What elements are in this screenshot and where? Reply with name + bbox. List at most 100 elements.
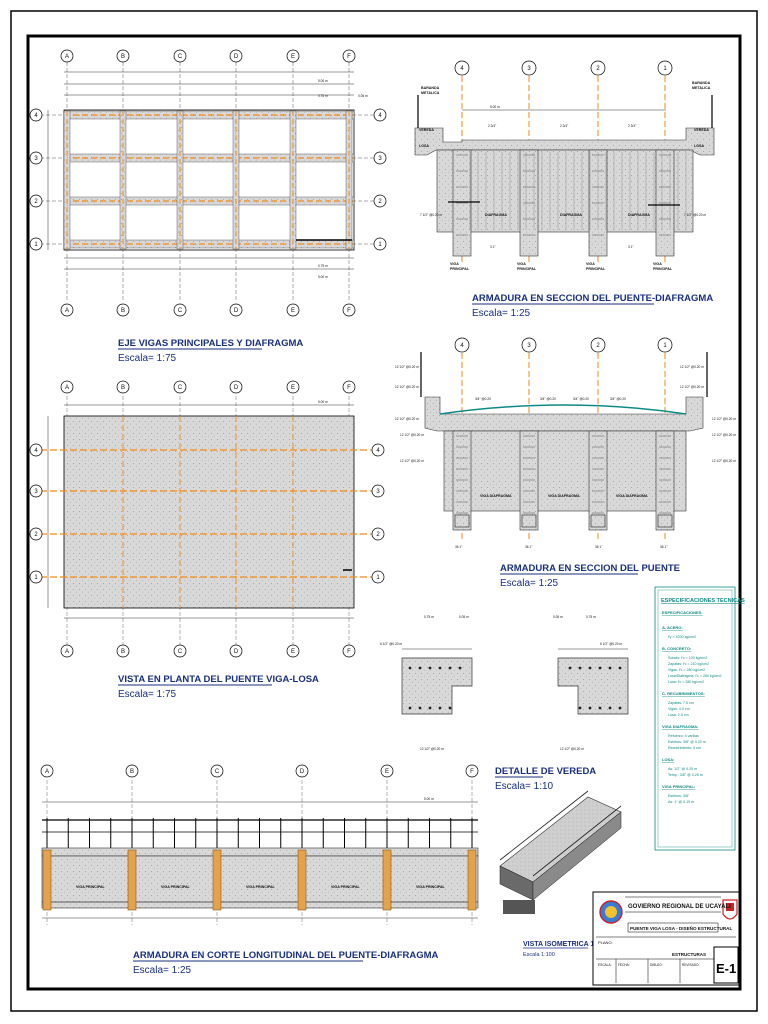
long-diaphragm-A — [42, 849, 52, 911]
rebar-dot — [618, 666, 622, 670]
axis-bottom-B-bubble — [116, 303, 130, 317]
rebar-callout-left: 12 1/2" @0.20 m — [400, 433, 424, 437]
bottom-bar-callout: 36 1" — [660, 545, 667, 549]
railing-label-left: METALICA — [421, 91, 440, 95]
vereda-callout: 6 1/2" @0.20 m — [600, 642, 622, 646]
spec-line-3-1: Vigas: 4.0 cm — [668, 707, 690, 711]
view-title-armadura-puente: ARMADURA EN SECCION DEL PUENTE — [500, 563, 680, 574]
dim-label-bottom-main: 5.00 m — [318, 275, 328, 279]
plan-axis-right-1-bubble — [371, 570, 385, 584]
sec-axis-bubble-3-label: 3 — [527, 343, 531, 349]
rebar-dot — [568, 666, 572, 670]
iso-abutment — [503, 900, 535, 914]
rebar-dot — [428, 706, 432, 710]
rebar-dot — [588, 706, 592, 710]
beam-label: VIGA — [653, 262, 662, 266]
railing-label-right: BARANDA — [692, 81, 711, 85]
long-viga-label: VIGA PRINCIPAL — [76, 885, 106, 889]
bar-label: 3 1" — [490, 245, 496, 249]
plan-axis-bottom-C-bubble — [173, 644, 187, 658]
spec-line-2-0: Solado: f'c = 100 kg/cm2 — [668, 656, 707, 660]
axis-right-1-label: 1 — [378, 242, 382, 248]
rebar-dot — [408, 706, 412, 710]
axis-bottom-A-label: A — [65, 308, 69, 314]
sec-axis-bubble-2-label: 2 — [596, 343, 600, 349]
axis-top-C-bubble — [173, 49, 187, 63]
axis-right-1-bubble — [373, 237, 387, 251]
bar-label: 2 3/4" — [560, 124, 568, 128]
spec-heading-5: LOSA: — [662, 757, 674, 762]
title-block-field-dibujo: DIBUJO: — [650, 963, 663, 967]
losa-label-right: LOSA — [694, 144, 704, 148]
rebar-cage — [521, 514, 537, 528]
long-viga-label: VIGA PRINCIPAL — [331, 885, 361, 889]
long-axis-C-label: C — [215, 769, 220, 775]
rebar-callout-left: 12 1/2" @0.20 m — [400, 459, 424, 463]
view-scale-armadura-diafragma: Escala= 1:25 — [472, 308, 531, 319]
top-bar-callout: 3/4" @0.20 — [475, 397, 491, 401]
section-axis-bubble-3-bubble — [521, 60, 537, 76]
plan-axis-left-4-label: 4 — [34, 448, 38, 454]
plan-axis-left-1-bubble — [29, 570, 43, 584]
rebar-dot — [438, 666, 442, 670]
rebar-dot — [588, 666, 592, 670]
title-block: GOVIERNO REGIONAL DE UCAYALI PUENTE VIGA… — [592, 891, 740, 986]
dim-label-main: 5.00 m — [318, 79, 328, 83]
diaphragm-label: DIAFRAGMA — [560, 213, 582, 217]
beam-label: PRINCIPAL — [653, 267, 673, 271]
spec-heading-2: B. CONCRETO: — [662, 646, 691, 651]
sec-axis-bubble-4-label: 4 — [460, 343, 464, 349]
sec-axis-bubble-4-bubble — [454, 337, 470, 353]
sec-axis-bubble-2-bubble — [590, 337, 606, 353]
bar-label: 3 1" — [628, 245, 634, 249]
long-axis-E-bubble — [380, 764, 394, 778]
plan-axis-left-4-bubble — [29, 443, 43, 457]
plan-axis-bottom-A-label: A — [65, 649, 69, 655]
bar-label: 2 3/4" — [628, 124, 636, 128]
beam-label: VIGA — [517, 262, 526, 266]
axis-right-2-bubble — [373, 194, 387, 208]
axis-top-D-bubble — [229, 49, 243, 63]
rebar-dot — [598, 706, 602, 710]
title-block-entity: GOVIERNO REGIONAL DE UCAYALI — [628, 904, 731, 910]
rebar-callout-left: 12 1/2" @0.20 m — [395, 365, 419, 369]
rebar-callout-right: 12 1/2" @0.20 m — [680, 365, 704, 369]
rebar-dot — [458, 666, 462, 670]
losa-label-left: LOSA — [419, 144, 429, 148]
vereda-label-left: VEREDA — [419, 128, 434, 132]
spec-line-6-0: Estribos: 3/8" — [668, 794, 690, 798]
long-diaphragm-D — [297, 849, 307, 911]
vereda-callout: 12 1/2" @0.20 m — [560, 747, 584, 751]
axis-top-B-label: B — [121, 54, 125, 60]
plan-axis-right-4-label: 4 — [376, 448, 380, 454]
spec-heading-4: VIGA DIAFRAGMA: — [662, 724, 699, 729]
axis-left-4-bubble — [29, 108, 43, 122]
inner-border — [26, 34, 742, 991]
rebar-dot — [418, 666, 422, 670]
sec-beam-4 — [452, 430, 472, 531]
spec-line-4-0: Refuerzo: 4 varillas — [668, 734, 699, 738]
rebar-callout-right: 12 1/2" @0.20 m — [712, 459, 736, 463]
rebar-dot — [418, 706, 422, 710]
section-axis-bubble-2-bubble — [590, 60, 606, 76]
rebar-dot — [618, 706, 622, 710]
axis-bottom-A-bubble — [60, 303, 74, 317]
view-title-longitudinal: ARMADURA EN CORTE LONGITUDINAL DEL PUENT… — [133, 950, 439, 961]
rebar-callout-left: 12 1/2" @0.20 m — [395, 417, 419, 421]
axis-top-A-bubble — [60, 49, 74, 63]
axis-right-3-label: 3 — [378, 156, 382, 162]
title-block-plan-name: ESTRUCTURAS — [672, 952, 706, 957]
axis-right-3-bubble — [373, 151, 387, 165]
spec-heading-6: VIGA PRINCIPAL: — [662, 784, 695, 789]
long-axis-A-bubble — [40, 764, 54, 778]
rebar-dot — [428, 666, 432, 670]
long-axis-B-label: B — [130, 769, 134, 775]
sec-axis-bubble-1-bubble — [657, 337, 673, 353]
section-body — [443, 430, 687, 512]
view-title-armadura-diafragma: ARMADURA EN SECCION DEL PUENTE-DIAFRAGMA — [472, 293, 713, 304]
plan-axis-top-C-label: C — [178, 385, 183, 391]
top-bar-callout: 3/4" @0.20 — [610, 397, 626, 401]
long-axis-D-bubble — [295, 764, 309, 778]
sheet-number: E-1 — [716, 961, 736, 976]
